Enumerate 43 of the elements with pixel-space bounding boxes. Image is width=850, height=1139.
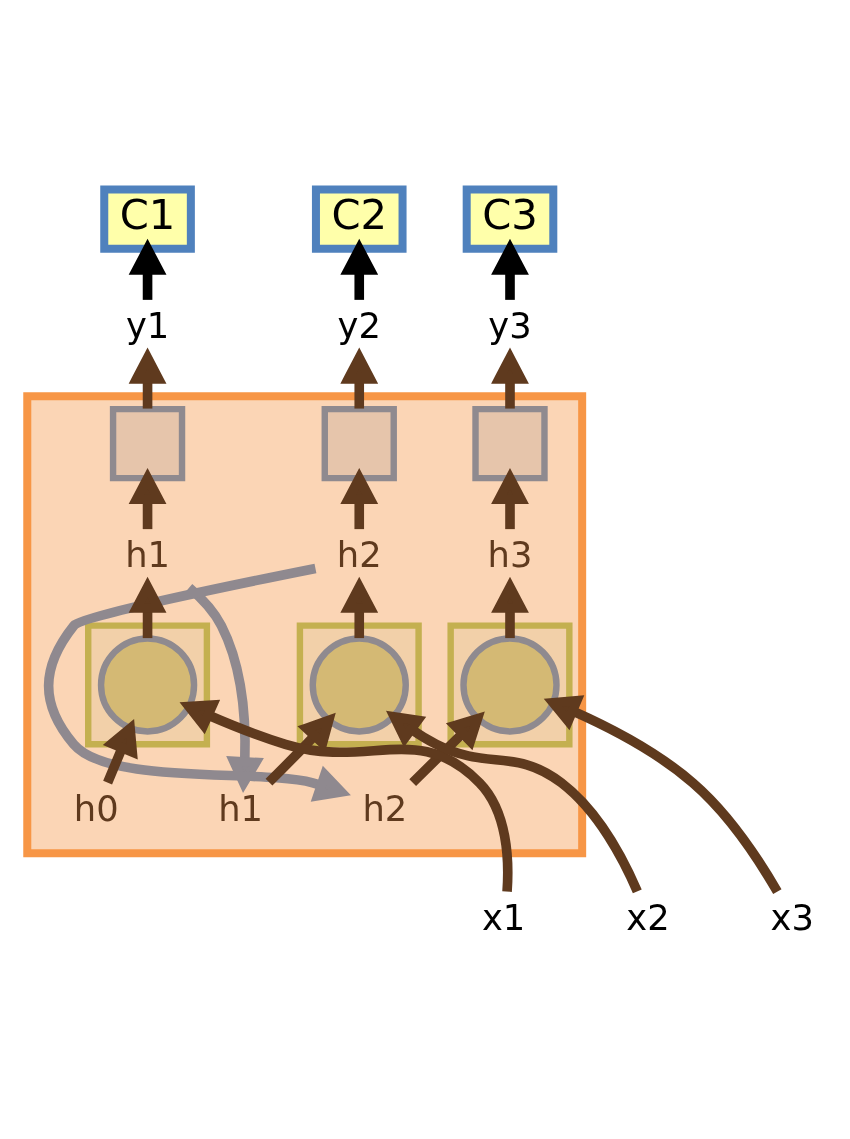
- arrow: [491, 238, 529, 300]
- arrow: [386, 710, 642, 894]
- arrow: [43, 563, 351, 802]
- node-text: h1: [218, 787, 263, 829]
- node-text: y1: [125, 304, 170, 346]
- arrow: [179, 699, 513, 892]
- arrow: [128, 468, 167, 530]
- node-circle: [97, 635, 198, 735]
- cluster: [447, 622, 573, 748]
- node-text: y3: [488, 304, 532, 346]
- node-box: C3: [462, 185, 558, 253]
- node-box: C1: [100, 185, 195, 253]
- arrow: [102, 718, 138, 785]
- node-text: h2: [362, 787, 408, 829]
- arrow: [186, 584, 264, 794]
- node-text: h2: [336, 534, 382, 576]
- node-box: [109, 405, 186, 482]
- arrow: [491, 347, 529, 409]
- arrow: [491, 468, 529, 530]
- node-text: h0: [73, 787, 119, 829]
- arrow: [340, 576, 379, 639]
- node-text: x3: [770, 896, 814, 938]
- arrow: [128, 238, 167, 300]
- arrow: [128, 576, 167, 639]
- arrow: [340, 468, 379, 530]
- node-text: x2: [626, 896, 670, 938]
- node-text: y2: [337, 304, 381, 346]
- arrow: [543, 695, 782, 895]
- cluster: [296, 622, 422, 748]
- arrow: [340, 347, 379, 409]
- node-circle: [309, 635, 409, 735]
- arrow: [340, 238, 379, 300]
- node-box: [472, 405, 548, 482]
- node-box: [321, 405, 397, 482]
- node-circle: [460, 635, 560, 735]
- arrow: [265, 712, 336, 786]
- node-text: x1: [481, 896, 526, 938]
- node-box: C2: [311, 185, 407, 253]
- arrow: [128, 347, 167, 409]
- node-text: h3: [487, 534, 533, 576]
- node-text: h1: [125, 534, 170, 576]
- arrow: [491, 576, 529, 639]
- cluster: [85, 622, 211, 748]
